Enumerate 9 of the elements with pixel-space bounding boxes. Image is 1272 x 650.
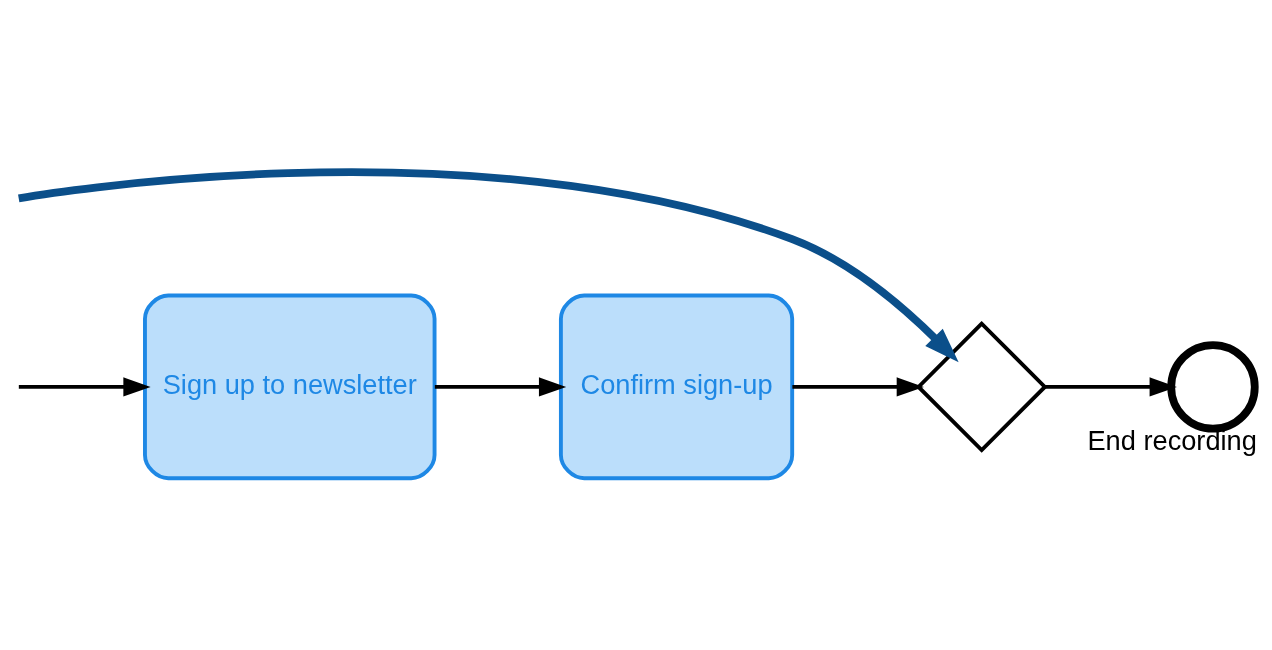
node-label: End recording xyxy=(1087,425,1257,457)
arrow xyxy=(18,377,151,397)
node-box: Confirm sign-up xyxy=(558,293,795,481)
arrow xyxy=(1045,377,1177,397)
arrow xyxy=(792,377,924,397)
node-box: Sign up to newsletter xyxy=(143,293,437,481)
node-circle xyxy=(1167,341,1259,433)
node-diamond xyxy=(915,320,1048,453)
arrow xyxy=(434,377,567,397)
